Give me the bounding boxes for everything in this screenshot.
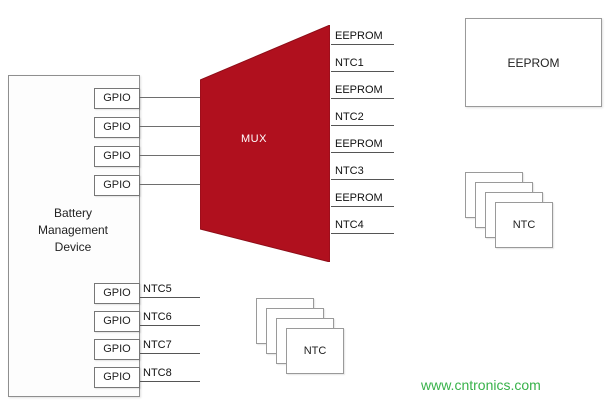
gpio-pin-top-3: GPIO — [94, 146, 140, 167]
mux-output-2: NTC1 — [331, 56, 394, 72]
device-title-line: Management — [37, 223, 109, 237]
gpio-pin-top-1: GPIO — [94, 88, 140, 109]
ntc-stack-bottom-label: NTC — [303, 345, 327, 357]
gpio-pin-top-2: GPIO — [94, 117, 140, 138]
eeprom-box-label: EEPROM — [507, 55, 560, 70]
gpio-pin-top-4: GPIO — [94, 175, 140, 196]
watermark: www.cntronics.com — [421, 377, 541, 393]
mux-output-6: NTC3 — [331, 164, 394, 180]
device-title-line: Device — [54, 240, 92, 254]
gpio-mux-wire-2 — [139, 126, 200, 127]
gpio-mux-wire-1 — [139, 97, 200, 98]
mux-output-8: NTC4 — [331, 218, 394, 234]
eeprom-box: EEPROM — [465, 18, 602, 107]
gpio-pin-bottom-3: GPIO — [94, 339, 140, 360]
mux-label: MUX — [241, 133, 267, 145]
gpio-pin-bottom-1: GPIO — [94, 283, 140, 304]
mux-output-1: EEPROM — [331, 29, 394, 45]
gpio-mux-wire-4 — [139, 184, 200, 185]
mux-shape: MUX — [199, 24, 331, 263]
mux-output-7: EEPROM — [331, 191, 394, 207]
device-title-line: Battery — [53, 206, 92, 220]
battery-management-device-title: Battery Management Device — [8, 205, 138, 256]
ntc-stack-right-label: NTC — [512, 219, 536, 231]
gpio-pin-bottom-2: GPIO — [94, 311, 140, 332]
ntc-stack-bottom: NTC — [256, 298, 346, 376]
pin-label-ntc6: NTC6 — [140, 310, 200, 326]
gpio-pin-bottom-4: GPIO — [94, 367, 140, 388]
ntc-card-front: NTC — [495, 202, 553, 248]
pin-label-ntc5: NTC5 — [140, 282, 200, 298]
mux-output-5: EEPROM — [331, 137, 394, 153]
mux-output-4: NTC2 — [331, 110, 394, 126]
gpio-mux-wire-3 — [139, 155, 200, 156]
mux-output-3: EEPROM — [331, 83, 394, 99]
pin-label-ntc8: NTC8 — [140, 366, 200, 382]
pin-label-ntc7: NTC7 — [140, 338, 200, 354]
ntc-stack-right: NTC — [465, 172, 555, 250]
ntc-card-front: NTC — [286, 328, 344, 374]
